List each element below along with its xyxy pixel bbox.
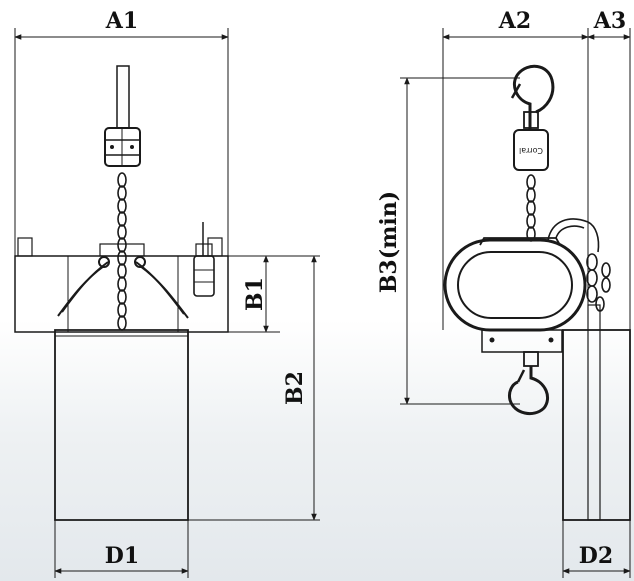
label-d2: D2 (579, 543, 613, 569)
hoist-body-front (14, 237, 229, 333)
dim-d2: D2 (562, 520, 631, 578)
bottom-hook (508, 351, 549, 416)
load-chain-front (117, 172, 127, 331)
top-swivel-block (104, 127, 141, 167)
chain-sling (57, 256, 189, 319)
chain-bag-side (562, 304, 631, 521)
brand-label: Corral (519, 146, 543, 155)
dim-d1: D1 (54, 520, 189, 578)
dim-b3: B3(min) (376, 77, 520, 405)
dim-a1: A1 (14, 8, 229, 40)
dim-b2: B2 (188, 255, 320, 521)
label-b3: B3(min) (376, 191, 402, 293)
power-connector (193, 222, 215, 297)
label-d1: D1 (105, 543, 139, 569)
top-hook (510, 64, 555, 130)
dim-b1: B1 (228, 255, 280, 333)
dim-a3: A3 (587, 8, 631, 40)
front-view (14, 28, 229, 521)
label-a2: A2 (498, 8, 531, 34)
side-view: Corral (442, 28, 631, 521)
label-a1: A1 (105, 8, 138, 34)
label-b2: B2 (282, 371, 308, 405)
dim-a2: A2 (442, 8, 589, 40)
label-b1: B1 (242, 277, 268, 311)
side-swivel-block: Corral (513, 129, 549, 171)
label-a3: A3 (593, 8, 626, 34)
load-chain-side (526, 174, 536, 242)
hoist-body-side (443, 237, 587, 353)
chain-guide-side (547, 218, 611, 312)
